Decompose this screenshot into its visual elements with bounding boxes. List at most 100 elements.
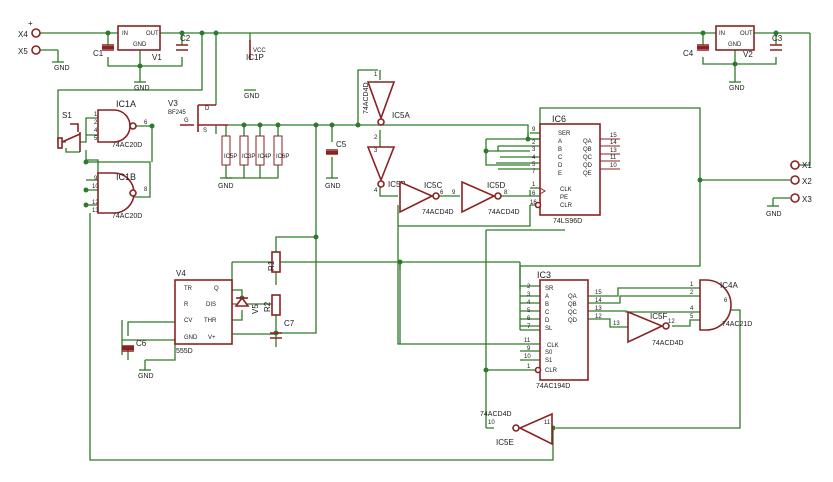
capacitor-c1: C1 (93, 44, 114, 58)
svg-text:GND: GND (133, 42, 147, 48)
svg-text:2: 2 (94, 120, 98, 126)
svg-text:GND: GND (218, 183, 234, 190)
label-s1: S1 (62, 111, 72, 120)
svg-text:11: 11 (610, 155, 617, 161)
power-pin-ic1p: VCC IC1P GND (244, 40, 266, 100)
capacitor-c2: C2 (176, 34, 191, 51)
svg-text:GND: GND (244, 93, 260, 100)
svg-text:12: 12 (595, 314, 602, 320)
svg-text:A: A (558, 139, 562, 145)
svg-text:15: 15 (610, 133, 617, 139)
svg-text:16: 16 (530, 200, 537, 206)
wires (40, 32, 811, 461)
svg-text:QA: QA (568, 294, 577, 300)
chip-ic6: IC6 74LS96D SER A B C D E CLK PE CLR QA … (534, 114, 620, 225)
svg-text:D: D (558, 163, 563, 169)
svg-text:GND: GND (184, 335, 198, 341)
svg-text:B: B (545, 302, 549, 308)
svg-text:QA: QA (583, 139, 592, 145)
regulator-v1: IN OUT GND V1 GND (117, 25, 162, 92)
svg-text:10: 10 (488, 420, 495, 426)
svg-text:S0: S0 (545, 350, 553, 356)
svg-text:9: 9 (452, 190, 456, 196)
gnd-label: GND (54, 65, 70, 72)
svg-text:QC: QC (568, 310, 578, 316)
svg-text:74ACD4D: 74ACD4D (652, 340, 684, 347)
svg-text:74ACD4D: 74ACD4D (422, 209, 454, 216)
svg-text:C: C (545, 310, 550, 316)
svg-text:2: 2 (690, 290, 694, 296)
svg-text:THR: THR (204, 318, 217, 324)
svg-text:IC5A: IC5A (392, 111, 410, 120)
inverter-ic5a: IC5A 74ACD4D (363, 81, 410, 126)
svg-text:GND: GND (134, 85, 150, 92)
svg-text:V4: V4 (176, 269, 186, 278)
svg-text:1: 1 (94, 112, 98, 118)
svg-text:3: 3 (527, 292, 531, 298)
svg-text:2: 2 (532, 140, 536, 146)
capacitor-c5: C5 GND (325, 140, 347, 190)
svg-text:GND: GND (728, 42, 742, 48)
capacitor-c6: C6 (122, 339, 147, 352)
chip-ic3: IC3 74AC194D SR A B C D SL CLK S0 S1 CLR… (534, 270, 589, 390)
svg-text:4: 4 (374, 188, 378, 194)
svg-text:GND: GND (766, 211, 782, 218)
svg-text:74AC20D: 74AC20D (112, 213, 142, 220)
svg-text:IC6P: IC6P (276, 154, 289, 160)
svg-text:14: 14 (610, 140, 617, 146)
svg-text:74ACD4D: 74ACD4D (363, 82, 370, 114)
svg-text:1: 1 (690, 282, 694, 288)
svg-text:+: + (28, 19, 33, 28)
capacitor-c3: C3 (770, 34, 783, 51)
svg-text:OUT: OUT (740, 31, 753, 37)
svg-text:DIS: DIS (206, 302, 216, 308)
svg-text:CLR: CLR (545, 368, 558, 374)
svg-text:C1: C1 (93, 49, 104, 58)
svg-text:10: 10 (524, 354, 531, 360)
svg-text:11: 11 (524, 338, 531, 344)
svg-text:7: 7 (532, 169, 536, 175)
svg-text:4: 4 (527, 300, 531, 306)
svg-text:12: 12 (668, 319, 675, 325)
diode-v5: V5 (234, 296, 260, 314)
svg-text:G: G (184, 118, 189, 124)
svg-text:IC5E: IC5E (496, 438, 514, 447)
capacitor-c7: C7 (270, 319, 295, 339)
svg-text:OUT: OUT (146, 31, 159, 37)
label-v2: V2 (743, 50, 753, 59)
svg-text:9: 9 (532, 127, 536, 133)
inverter-ic5b: IC5B (366, 146, 406, 189)
label-x4: X4 (18, 30, 28, 39)
resistor-r2: R2 (263, 294, 281, 316)
svg-text:6: 6 (144, 120, 148, 126)
svg-text:SL: SL (545, 326, 553, 332)
svg-text:IC3: IC3 (537, 270, 551, 280)
svg-text:QB: QB (583, 147, 592, 153)
svg-text:4: 4 (532, 155, 536, 161)
svg-text:13: 13 (92, 208, 99, 214)
svg-text:TR: TR (184, 286, 193, 292)
svg-text:6: 6 (532, 191, 536, 197)
svg-text:IN: IN (719, 31, 725, 37)
svg-text:CV: CV (184, 318, 192, 324)
svg-text:SER: SER (558, 131, 571, 137)
svg-text:PE: PE (560, 195, 568, 201)
label-x5: X5 (18, 47, 28, 56)
svg-text:R1: R1 (267, 260, 276, 271)
svg-text:74LS96D: 74LS96D (553, 218, 582, 225)
svg-text:CLR: CLR (560, 203, 573, 209)
gate-ic4a: IC4A 74AC21D (699, 279, 752, 331)
svg-text:1: 1 (527, 364, 531, 370)
svg-text:C4: C4 (683, 49, 694, 58)
svg-text:V3: V3 (168, 99, 178, 108)
svg-text:S: S (203, 128, 207, 134)
inverter-ic5d: IC5D 74ACD4D (461, 180, 520, 216)
inverter-ic5c: IC5C 74ACD4D (399, 180, 454, 216)
svg-text:1: 1 (374, 72, 378, 78)
svg-text:IC5B: IC5B (388, 180, 406, 189)
svg-text:C3: C3 (772, 34, 783, 43)
svg-text:5: 5 (527, 308, 531, 314)
svg-text:D: D (205, 106, 210, 112)
gate-ic1b: IC1B 74AC20D (97, 172, 142, 220)
